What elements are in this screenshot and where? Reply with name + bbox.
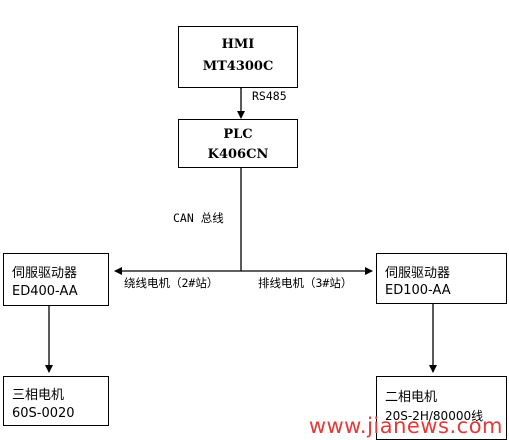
right-motor-model: 20S-2H/80000线: [385, 409, 484, 423]
can-bus-label: CAN 总线: [173, 211, 224, 225]
hmi-title: HMI: [221, 37, 255, 52]
plc-title: PLC: [223, 127, 253, 142]
left-driver-model: ED400-AA: [12, 284, 78, 299]
plc-model: K406CN: [207, 147, 269, 162]
left-servo-driver-box: 伺服驱动器 ED400-AA: [3, 253, 109, 306]
plc-box: PLC K406CN: [178, 119, 298, 168]
left-driver-title: 伺服驱动器: [12, 266, 78, 281]
site-watermark: www.jianews.com: [308, 414, 503, 438]
left-motor-title: 三相电机: [12, 388, 65, 403]
right-motor-title: 二相电机: [385, 390, 438, 405]
right-motor-box: 二相电机 20S-2H/80000线: [376, 376, 507, 440]
left-motor-box: 三相电机 60S-0020: [3, 376, 109, 426]
left-branch-label: 绕线电机（2#站）: [124, 276, 219, 290]
rs485-label: RS485: [252, 89, 287, 103]
right-driver-model: ED100-AA: [385, 283, 451, 298]
right-branch-label: 排线电机（3#站）: [258, 276, 353, 290]
right-driver-title: 伺服驱动器: [385, 266, 451, 281]
hmi-model: MT4300C: [202, 59, 274, 74]
left-motor-model: 60S-0020: [12, 406, 75, 421]
right-servo-driver-box: 伺服驱动器 ED100-AA: [376, 253, 507, 304]
hmi-box: HMI MT4300C: [178, 26, 298, 88]
